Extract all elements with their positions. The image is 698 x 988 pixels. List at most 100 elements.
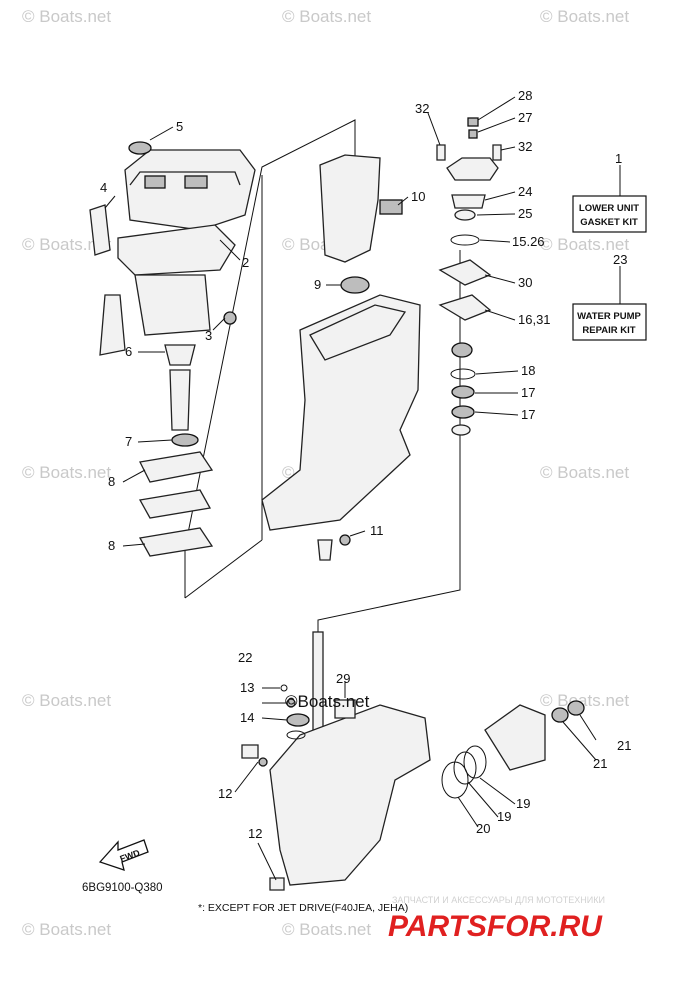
casing-port — [184, 175, 208, 189]
callout: 32 — [518, 139, 532, 154]
o-ring-14b — [286, 730, 306, 740]
callout: 23 — [613, 252, 627, 267]
seal-ring — [451, 424, 471, 436]
oil-seal-housing — [164, 344, 196, 366]
callout: 19 — [497, 809, 511, 824]
callout: 3 — [205, 328, 212, 343]
casing-port — [144, 175, 166, 189]
upper-casing-top — [124, 149, 256, 231]
callouts: 5 4 2 3 6 7 8 8 9 10 11 12 12 13 14 15.2… — [100, 88, 631, 841]
oil-seal-17b — [451, 405, 475, 419]
callout: 11 — [370, 523, 384, 538]
callout: 5 — [176, 119, 183, 134]
callout: 27 — [518, 110, 532, 125]
propeller-shaft-housing — [484, 704, 546, 771]
outer-plate — [438, 259, 492, 286]
seal-14 — [286, 713, 310, 727]
callout: 20 — [476, 821, 490, 836]
callout: 24 — [518, 184, 532, 199]
bushing — [339, 534, 351, 546]
water-tube — [99, 294, 126, 356]
callout: 29 — [336, 671, 350, 686]
oil-seal-21b — [567, 700, 585, 716]
watermark: © Boats.net — [22, 691, 111, 710]
plate-29 — [334, 699, 356, 719]
callout: 13 — [240, 680, 254, 695]
gearcase — [269, 704, 431, 886]
exhaust-guide-assembly — [319, 154, 403, 294]
callout: 1 — [615, 151, 622, 166]
callout: 28 — [518, 88, 532, 103]
watermark: © Boats.net — [540, 7, 629, 26]
shop-tagline: ЗАПЧАСТИ И АКСЕССУАРЫ ДЛЯ МОТОТЕХНИКИ — [392, 895, 605, 905]
callout: 12 — [218, 786, 232, 801]
o-ring-19a — [453, 751, 477, 785]
washer — [258, 757, 268, 767]
arrow-icon — [98, 839, 149, 871]
watermark: © Boats.net — [22, 235, 111, 254]
damper — [379, 199, 403, 215]
footnote: *: EXCEPT FOR JET DRIVE(F40JEA, JEHA) — [198, 902, 408, 914]
kit-label: WATER PUMP — [577, 311, 641, 322]
watermark: © Boats.net — [22, 7, 111, 26]
callout: 18 — [521, 363, 535, 378]
callout: 4 — [100, 180, 107, 195]
fwd-arrow: FWD — [98, 839, 149, 871]
shop-logo: PARTSFOR.RU — [388, 910, 603, 943]
kit-label: REPAIR KIT — [582, 325, 635, 336]
oil-seal-9 — [340, 276, 370, 294]
callout: 22 — [238, 650, 252, 665]
callout: 21 — [593, 756, 607, 771]
impeller — [454, 209, 476, 221]
watermark: © Boats.net — [282, 920, 371, 939]
callout: 7 — [125, 434, 132, 449]
callout: 32 — [415, 101, 429, 116]
bolt-32b — [492, 144, 502, 161]
callout: 2 — [242, 255, 249, 270]
watermark: © Boats.net — [22, 463, 111, 482]
oil-seal — [171, 433, 199, 447]
gasket-upper — [117, 224, 236, 276]
water-pump-assembly — [436, 117, 502, 436]
grommet-27 — [468, 129, 478, 139]
kit-label: GASKET KIT — [580, 217, 638, 228]
leader-lines — [104, 96, 621, 881]
bolt-32a — [436, 144, 446, 161]
o-ring-18 — [450, 368, 476, 380]
drive-shaft-housing — [169, 369, 191, 431]
bolt-12a — [241, 744, 259, 759]
exhaust-guide — [319, 154, 381, 263]
bolt-12b — [269, 877, 285, 891]
drive-shaft — [312, 631, 324, 743]
oil-seal-17a — [451, 385, 475, 399]
grommet — [223, 311, 237, 325]
lower-casing — [261, 294, 421, 531]
oil-seal-21a — [551, 707, 569, 723]
kit-label: LOWER UNIT — [579, 203, 639, 214]
callout: 6 — [125, 344, 132, 359]
gasket-a — [139, 451, 214, 483]
callout: 8 — [108, 538, 115, 553]
upper-casing-body — [134, 274, 211, 336]
grommet-28 — [467, 117, 479, 127]
o-ring-19b — [463, 745, 487, 779]
callout: 10 — [411, 189, 425, 204]
plate — [138, 489, 212, 519]
callout: 19 — [516, 796, 530, 811]
watermark: © Boats.net — [540, 691, 629, 710]
callout: 14 — [240, 710, 254, 725]
callout: 16,31 — [518, 312, 551, 327]
upper-casing-assembly — [89, 141, 256, 557]
gearcase-assembly — [241, 631, 585, 891]
watermark: © Boats.net — [540, 463, 629, 482]
watermark: © Boats.net — [22, 920, 111, 939]
ring-22 — [280, 684, 288, 692]
kit-water-pump-repair: WATER PUMP REPAIR KIT — [572, 303, 647, 341]
group-bracket — [184, 119, 461, 640]
insert-cartridge — [451, 194, 486, 209]
callout: 17 — [521, 385, 535, 400]
overlay-watermark: ©Boats.net — [285, 692, 370, 711]
callout: 15.26 — [512, 234, 545, 249]
seal-cap — [128, 141, 152, 155]
